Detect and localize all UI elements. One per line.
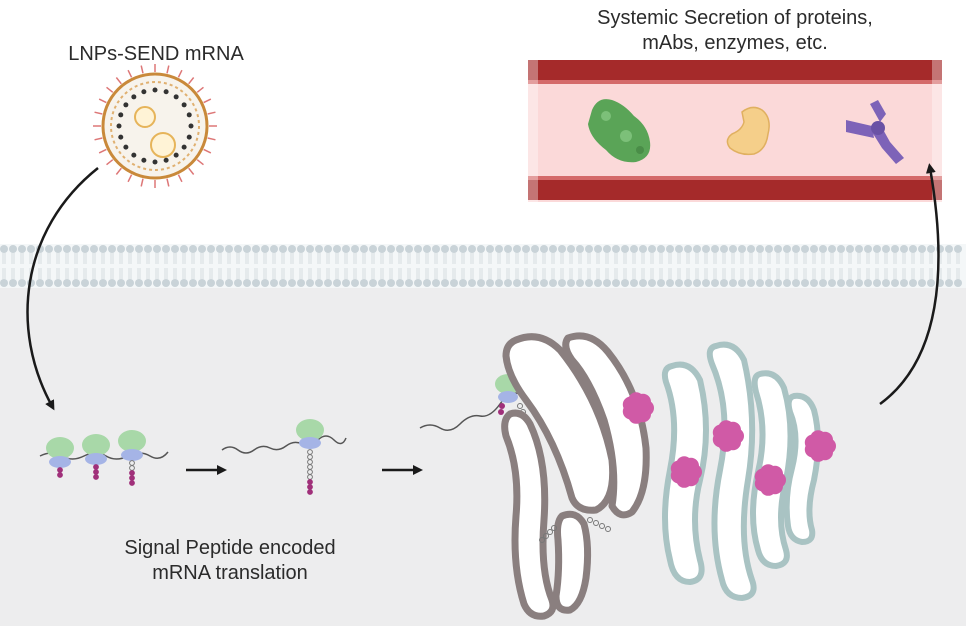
- green-protein-icon: [588, 99, 651, 163]
- translation-label-line2: mRNA translation: [152, 562, 308, 584]
- polysome-icon: [39, 430, 169, 486]
- entry-arrow-icon: [26, 167, 99, 411]
- cell-membrane: [0, 244, 966, 288]
- secretion-label-line1: Systemic Secretion of proteins,: [597, 7, 873, 29]
- cargo-proteins-icon: [622, 392, 836, 496]
- endoplasmic-reticulum-icon: [501, 332, 650, 620]
- ribosome-icon: [221, 419, 347, 495]
- secretion-label-line2: mAbs, enzymes, etc.: [642, 32, 828, 54]
- er-peptide-chains: [539, 517, 611, 543]
- yellow-protein-icon: [726, 106, 770, 156]
- secretion-arrow-icon: [879, 163, 940, 406]
- translation-label-line1: Signal Peptide encoded: [124, 537, 336, 559]
- antibody-icon: [846, 100, 904, 164]
- lnp-label: LNPs-SEND mRNA: [68, 43, 244, 65]
- lnp-icon: [93, 64, 217, 188]
